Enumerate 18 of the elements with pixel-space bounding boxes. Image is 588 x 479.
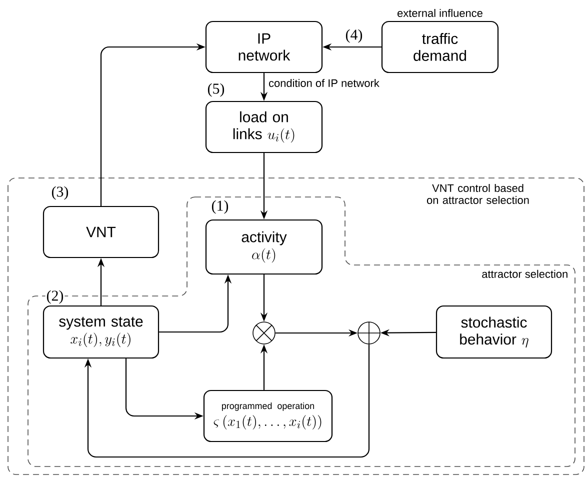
process-box: stochastic behavior $\eta$ (436, 305, 552, 359)
step-number: (5) (206, 82, 226, 98)
process-box: programmed operation $\varsigma\left(x_1(t),\ldots,x_i(t)\right)$ (203, 390, 333, 442)
process-box: system state $x_i(t), y_i(t)$ (42, 305, 160, 359)
addition-circle (358, 322, 380, 344)
process-box: IP network (205, 20, 323, 74)
beside-label: external influence (398, 8, 482, 18)
process-box: load on links $u_i(t)$ (205, 100, 323, 154)
multiplication-circle (252, 322, 276, 344)
process-box: traffic demand (381, 20, 499, 74)
process-box: activity $\alpha(t)$ (205, 219, 323, 275)
edge-label: condition of IP network (268, 78, 380, 88)
step-number: (1) (210, 199, 230, 215)
step-number: (3) (50, 185, 70, 201)
arrow (84, 344, 370, 458)
step-number: (2) (45, 289, 65, 305)
step-number: (4) (344, 28, 364, 44)
process-box: VNT (42, 206, 160, 258)
